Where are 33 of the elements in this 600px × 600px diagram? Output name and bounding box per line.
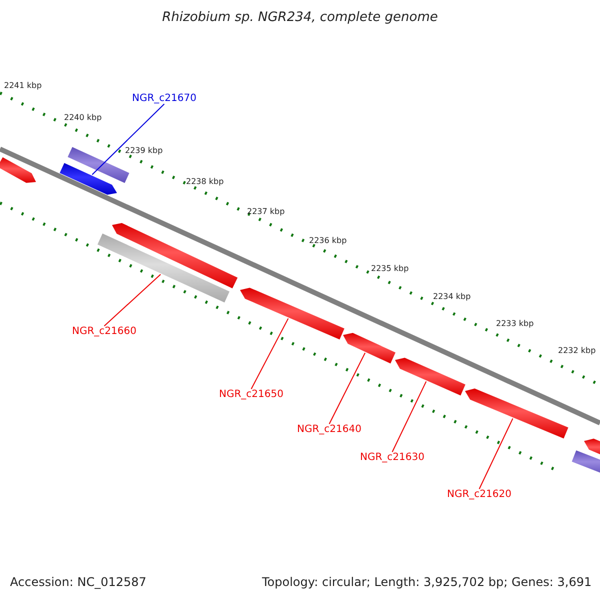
leader-line <box>328 352 366 424</box>
footer-text: Accession: NC_012587 <box>10 575 146 589</box>
gene-feature <box>112 223 238 288</box>
gene-label: NGR_c21670 <box>132 93 196 104</box>
gene-label: NGR_c21650 <box>219 389 284 400</box>
gene-feature <box>343 332 396 364</box>
footer-text: Topology: circular; Length: 3,925,702 bp; Genes: 3,691 <box>262 575 592 589</box>
leader-line <box>250 318 289 390</box>
scale-label: 2236 kbp <box>309 236 347 245</box>
scale-label: 2235 kbp <box>371 264 409 273</box>
leader-line <box>392 380 427 452</box>
leader-line <box>104 274 162 326</box>
gene-label: NGR_c21630 <box>360 452 424 463</box>
scale-label: 2233 kbp <box>496 319 534 328</box>
scale-label: 2232 kbp <box>558 346 596 355</box>
gene-label: NGR_c21620 <box>447 489 512 500</box>
gene-label: NGR_c21640 <box>297 424 362 435</box>
gene-label: NGR_c21660 <box>72 326 136 337</box>
scale-label: 2234 kbp <box>433 292 471 301</box>
gene-feature <box>240 288 344 340</box>
leader-line <box>92 104 165 176</box>
scale-label: 2241 kbp <box>4 81 42 90</box>
leader-line <box>478 418 514 490</box>
gene-feature <box>98 234 230 302</box>
gene-feature <box>60 163 117 195</box>
gene-feature <box>395 358 466 396</box>
scale-label: 2239 kbp <box>125 146 163 155</box>
scale-label: 2240 kbp <box>64 113 102 122</box>
title: Rhizobium sp. NGR234, complete genome <box>161 10 439 25</box>
gene-feature <box>465 388 568 438</box>
scale-label: 2238 kbp <box>186 177 224 186</box>
gene-feature <box>0 157 36 183</box>
scale-label: 2237 kbp <box>247 207 285 216</box>
